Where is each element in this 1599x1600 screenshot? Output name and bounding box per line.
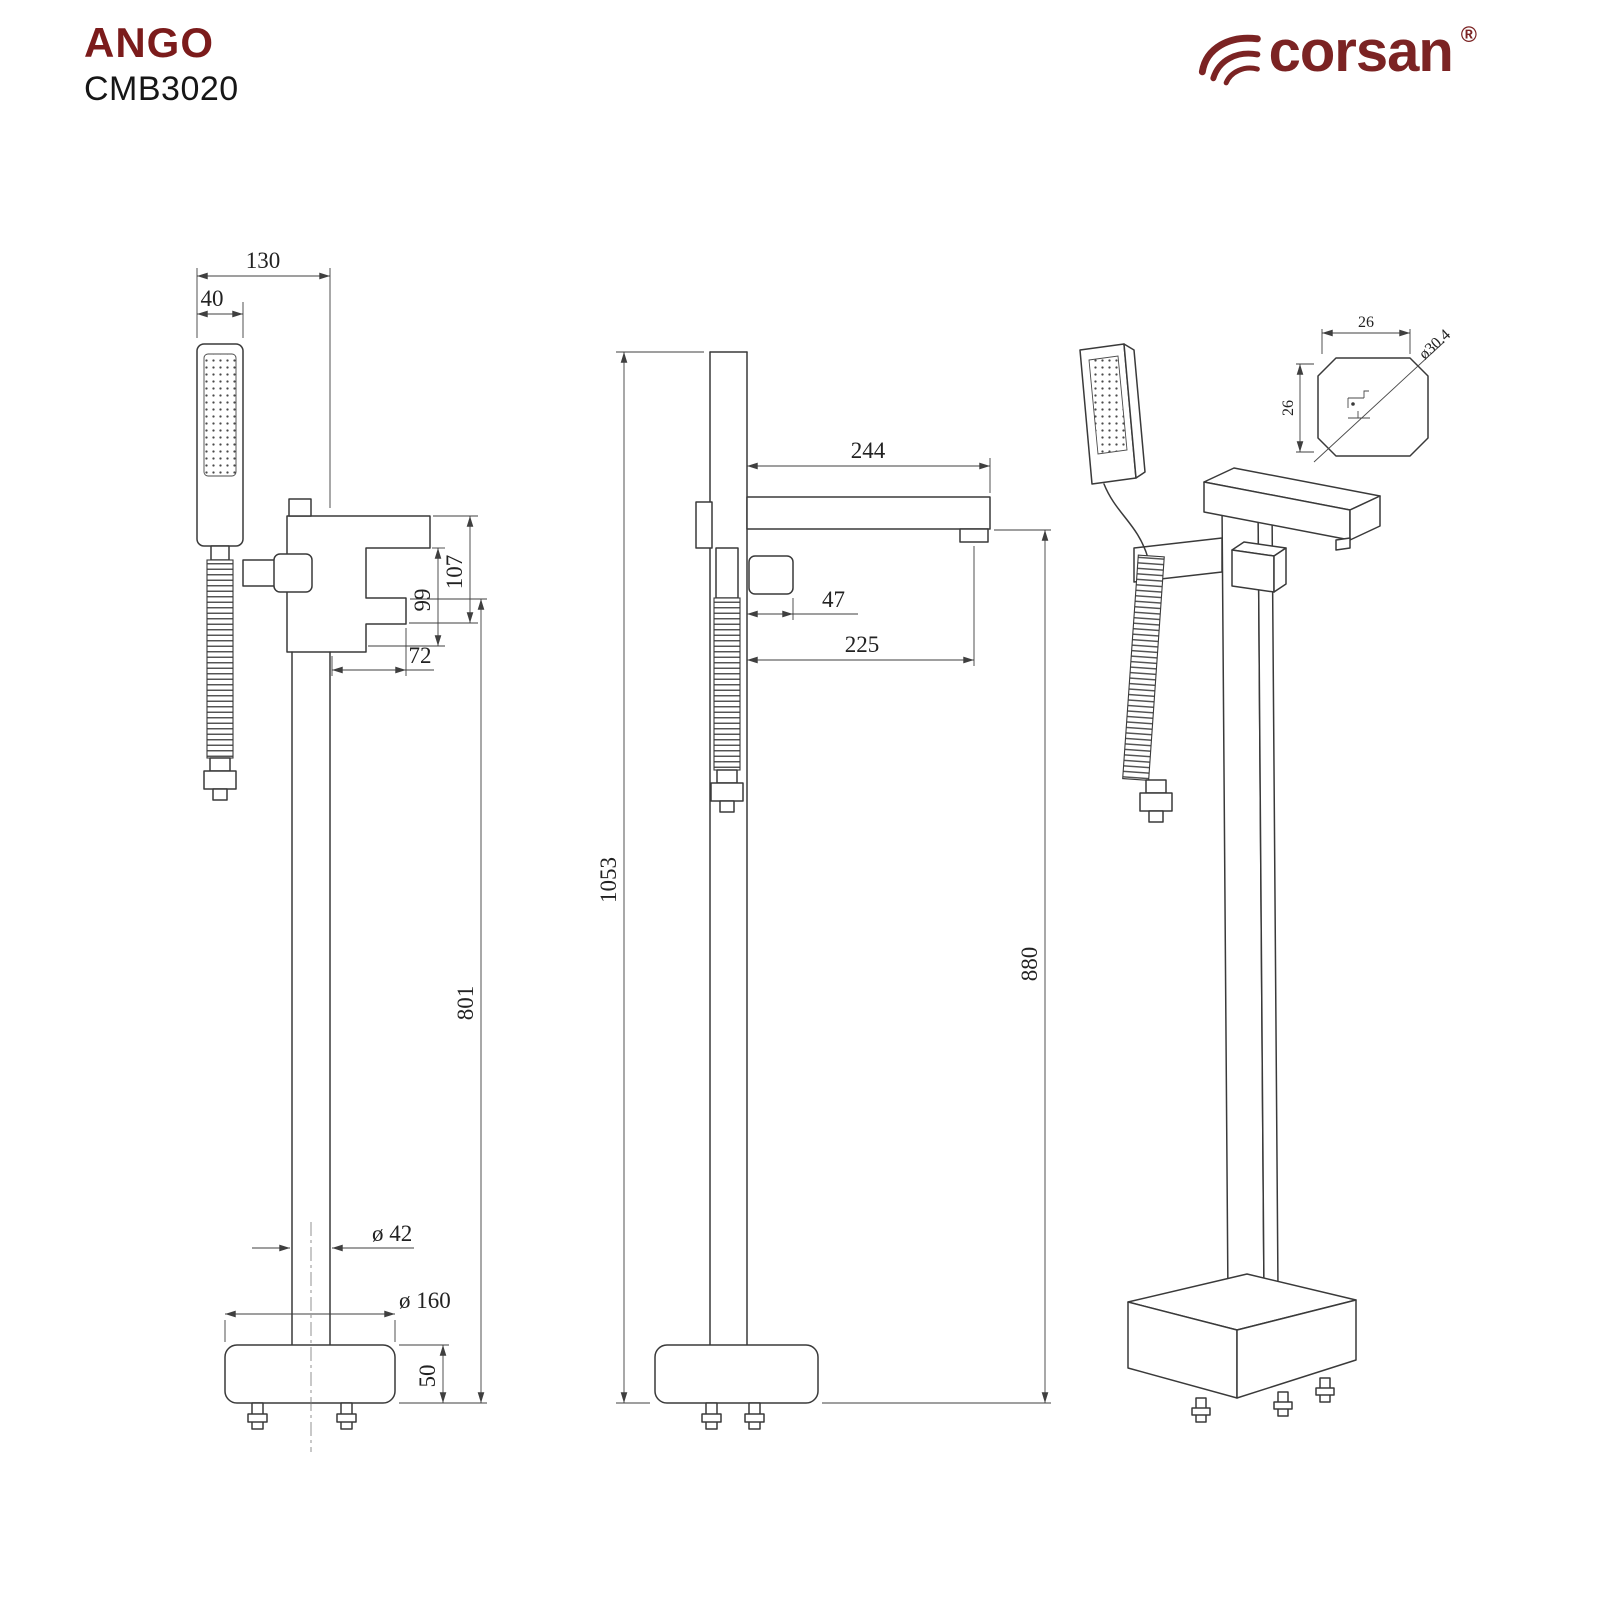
front-view: 130 40 107 99 72 <box>196 248 487 1452</box>
perspective-view <box>1079 343 1381 1423</box>
front-shower-handset <box>196 343 244 561</box>
detail-spout-symbol <box>1347 390 1370 419</box>
side-view: 244 47 225 1053 880 <box>596 351 1051 1430</box>
dim-handset-offset-label: 130 <box>246 248 281 273</box>
product-name: ANGO <box>84 19 214 66</box>
persp-hose-curve <box>1103 483 1149 559</box>
dim-base-diameter-label: ø 160 <box>399 1288 451 1313</box>
dim-spout-height-label: 880 <box>1017 947 1042 982</box>
dim-spout-center-reach-label: 225 <box>845 632 880 657</box>
brand-name: corsan <box>1268 19 1454 84</box>
persp-base <box>1127 1273 1357 1423</box>
brand-wave-icon <box>1198 34 1261 86</box>
dim-body-projection-label: 72 <box>409 643 432 668</box>
dim-base-height-label: 50 <box>415 1365 440 1388</box>
persp-spout <box>1203 467 1381 551</box>
persp-hose-nut <box>1145 779 1167 794</box>
dim-spout-block-height-label: 107 <box>442 555 467 590</box>
side-dimensions: 244 47 225 1053 880 <box>596 351 1051 1404</box>
persp-handle <box>1231 541 1287 593</box>
dim-column-height-label: 801 <box>453 986 478 1021</box>
side-base <box>654 1344 819 1430</box>
title-block: ANGO CMB3020 <box>84 19 239 109</box>
registered-mark-icon: ® <box>1460 22 1477 47</box>
dim-body-height-label: 99 <box>410 589 435 612</box>
persp-shower-handset <box>1079 343 1146 485</box>
persp-column <box>1221 499 1279 1301</box>
brand-logo: corsan ® <box>1195 19 1477 90</box>
front-dimensions: 130 40 107 99 72 <box>196 248 487 1404</box>
side-column <box>709 351 748 1346</box>
dim-section-diagonal-label: ø30.4 <box>1416 326 1454 363</box>
front-column <box>291 651 331 1346</box>
detail-diagonal <box>1313 341 1445 463</box>
side-handle <box>748 555 794 595</box>
dim-section-height-label: 26 <box>1280 400 1297 416</box>
side-handset-holder <box>695 501 713 549</box>
dim-column-diameter-label: ø 42 <box>372 1221 412 1246</box>
dim-total-height-label: 1053 <box>596 857 621 903</box>
detail-view: 26 26 ø30.4 <box>1280 314 1454 463</box>
dim-handset-width-label: 40 <box>201 286 224 311</box>
front-base <box>224 1222 396 1452</box>
side-spout <box>746 496 991 543</box>
product-code: CMB3020 <box>84 70 239 109</box>
side-shower-hose <box>710 547 744 813</box>
front-shower-hose <box>203 559 237 801</box>
persp-shower-hose <box>1122 554 1165 781</box>
dim-spout-reach-label: 244 <box>851 438 886 463</box>
front-valve-body <box>242 498 431 653</box>
dim-section-width-label: 26 <box>1358 314 1374 331</box>
dim-handle-projection-label: 47 <box>822 587 845 612</box>
